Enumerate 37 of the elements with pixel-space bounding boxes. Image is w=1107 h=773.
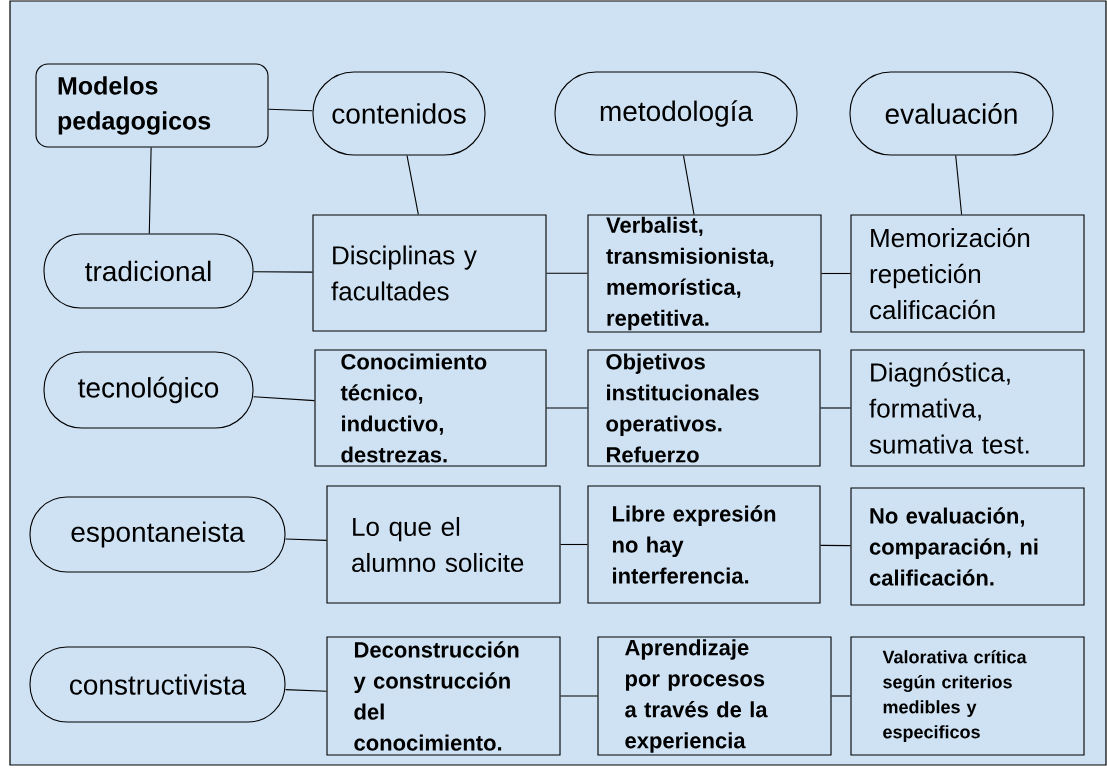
text-box: Deconstrucción y construcción del conocimiento. xyxy=(326,636,561,756)
connector-line xyxy=(955,155,963,215)
text-box: Libre expresión no hay interferencia. xyxy=(587,485,821,604)
text-box: Diagnóstica, formativa, sumativa test. xyxy=(850,349,1085,467)
text-box: Objetivos institucionales operativos. Refuerzo xyxy=(587,349,821,467)
rounded-label: contenidos xyxy=(312,71,486,156)
connector-line xyxy=(285,689,327,692)
rounded-label: tradicional xyxy=(43,233,254,309)
connector-line xyxy=(821,272,851,275)
connector-line xyxy=(406,155,419,215)
rounded-label: evaluación xyxy=(849,71,1054,156)
connector-line xyxy=(253,271,313,273)
connector-line xyxy=(560,695,598,697)
connector-line xyxy=(253,396,315,402)
title-box: Modelos pedagogicos xyxy=(35,63,269,148)
text-box: Conocimiento técnico, inductivo, destrezas. xyxy=(314,349,547,467)
connector-line xyxy=(546,407,588,409)
connector-line xyxy=(820,407,851,409)
text-box: No evaluación, comparación, ni calificación. xyxy=(850,487,1085,606)
connector-line xyxy=(268,108,313,112)
text-box: Valorativa crítica según criterios medibles y especificos xyxy=(850,636,1085,756)
text-box: Lo que el alumno solicite xyxy=(326,485,561,604)
connector-line xyxy=(682,155,695,215)
connector-line xyxy=(546,272,588,274)
connector-line xyxy=(831,695,851,697)
rounded-label: tecnológico xyxy=(43,351,254,429)
text-box: Verbalist, transmisionista, memorística, repetitiva. xyxy=(587,214,822,333)
connector-line xyxy=(148,147,152,234)
text-box: Aprendizaje por procesos a través de la experiencia xyxy=(597,636,832,756)
connector-line xyxy=(285,538,327,541)
text-box: Disciplinas y facultades xyxy=(312,214,547,332)
rounded-label: constructivista xyxy=(29,646,286,723)
text-box: Memorización repetición calificación xyxy=(850,214,1085,333)
connector-line xyxy=(820,544,851,547)
connector-line xyxy=(560,543,588,546)
rounded-label: espontaneista xyxy=(29,496,286,573)
rounded-label: metodología xyxy=(554,71,798,156)
